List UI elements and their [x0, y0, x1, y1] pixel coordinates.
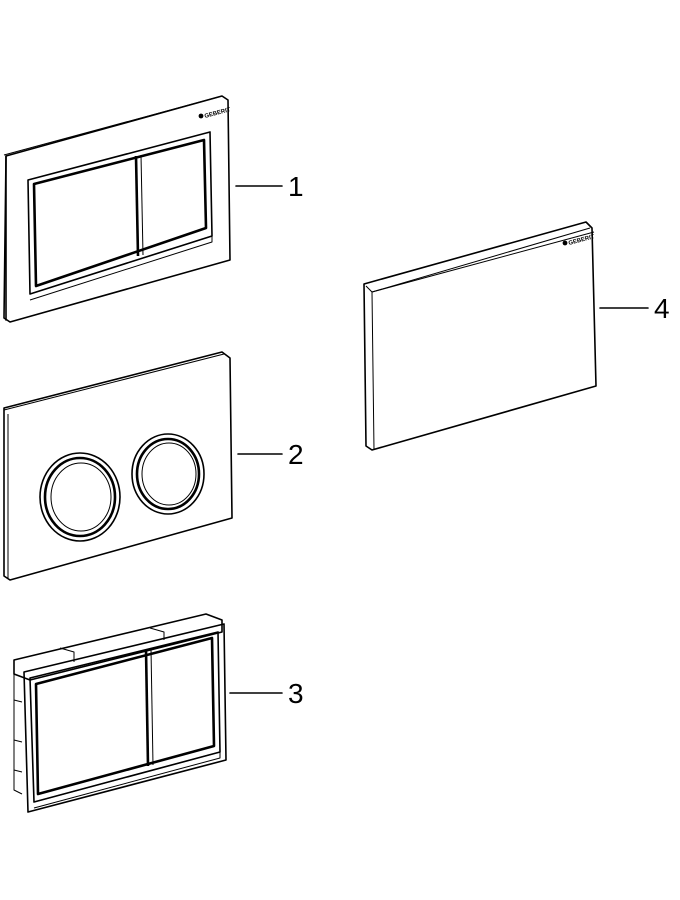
cover-plate-4: GEBERIT [363, 221, 597, 451]
actuator-plate-1: GEBERIT [3, 95, 232, 323]
callout-2: 2 [288, 439, 304, 470]
brand-logo-1: GEBERIT [198, 107, 232, 120]
round-button-left [39, 452, 121, 542]
actuator-plate-3 [13, 613, 227, 813]
round-button-right [131, 433, 205, 515]
callout-3: 3 [288, 678, 304, 709]
callout-4: 4 [654, 293, 670, 324]
callout-1: 1 [288, 171, 304, 202]
brand-text-4: GEBERIT [568, 234, 596, 247]
actuator-plate-2 [3, 351, 233, 581]
